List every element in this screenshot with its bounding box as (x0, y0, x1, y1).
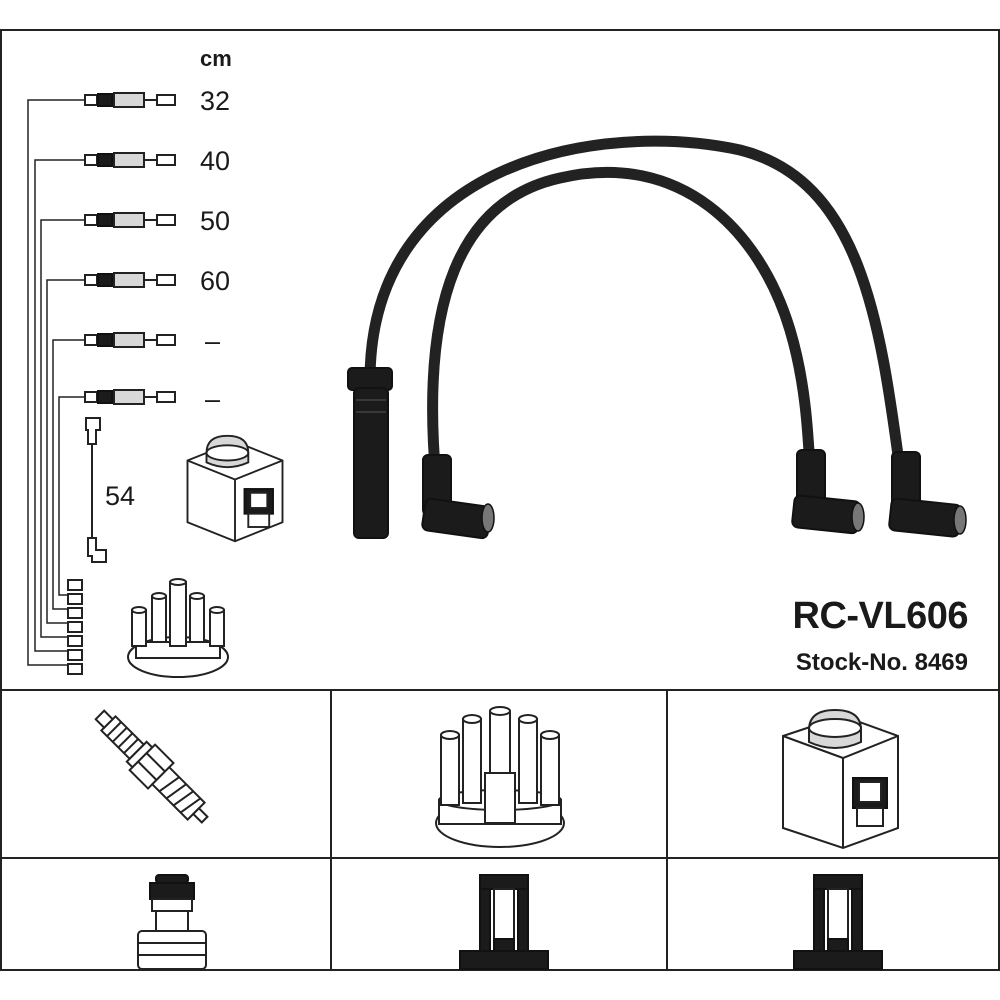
distributor-cap-icon (127, 578, 229, 678)
cable-routing-diagram: 32 40 50 60 – – 54 (27, 86, 284, 678)
cable-length-6: – (205, 384, 220, 414)
cable-length-4: 60 (200, 266, 230, 296)
cable-length-5: – (205, 326, 220, 356)
plug-connector-6 (84, 389, 176, 405)
cable-route-1 (27, 99, 85, 666)
cable-route-4 (46, 279, 85, 624)
cable-length-2: 40 (200, 146, 230, 176)
plug-connector-3 (84, 212, 176, 228)
cable-route-5 (52, 339, 85, 610)
coil-lead (85, 417, 107, 563)
straight-boot (347, 367, 393, 539)
unit-label: cm (200, 46, 232, 71)
spark-plug-icon (94, 709, 209, 824)
spark-plug-connector-icon (137, 874, 207, 970)
distributor-cap-large-icon (435, 706, 565, 848)
cable-length-1: 32 (200, 86, 230, 116)
cable-route-6 (58, 396, 85, 596)
plug-connector-2 (84, 152, 176, 168)
product-name: RC-VL606 (793, 595, 969, 637)
angled-boot-1 (421, 454, 495, 540)
coil-connector-icon (793, 874, 883, 970)
ignition-coil-icon (186, 434, 284, 543)
cable-length-3: 50 (200, 206, 230, 236)
distributor-connector-icon (459, 874, 549, 970)
angled-boot-3 (888, 451, 967, 538)
plug-connector-1 (84, 92, 176, 108)
cable-set-illustration (347, 135, 967, 540)
coil-lead-length: 54 (105, 481, 135, 511)
ignition-coil-large-icon (782, 708, 899, 850)
angled-boot-2 (791, 449, 865, 535)
cable-route-2 (34, 159, 85, 652)
plug-connector-4 (84, 272, 176, 288)
cable-route-3 (40, 219, 85, 638)
distributor-terminals (67, 579, 83, 675)
stock-number: Stock-No. 8469 (796, 649, 968, 676)
plug-connector-5 (84, 332, 176, 348)
